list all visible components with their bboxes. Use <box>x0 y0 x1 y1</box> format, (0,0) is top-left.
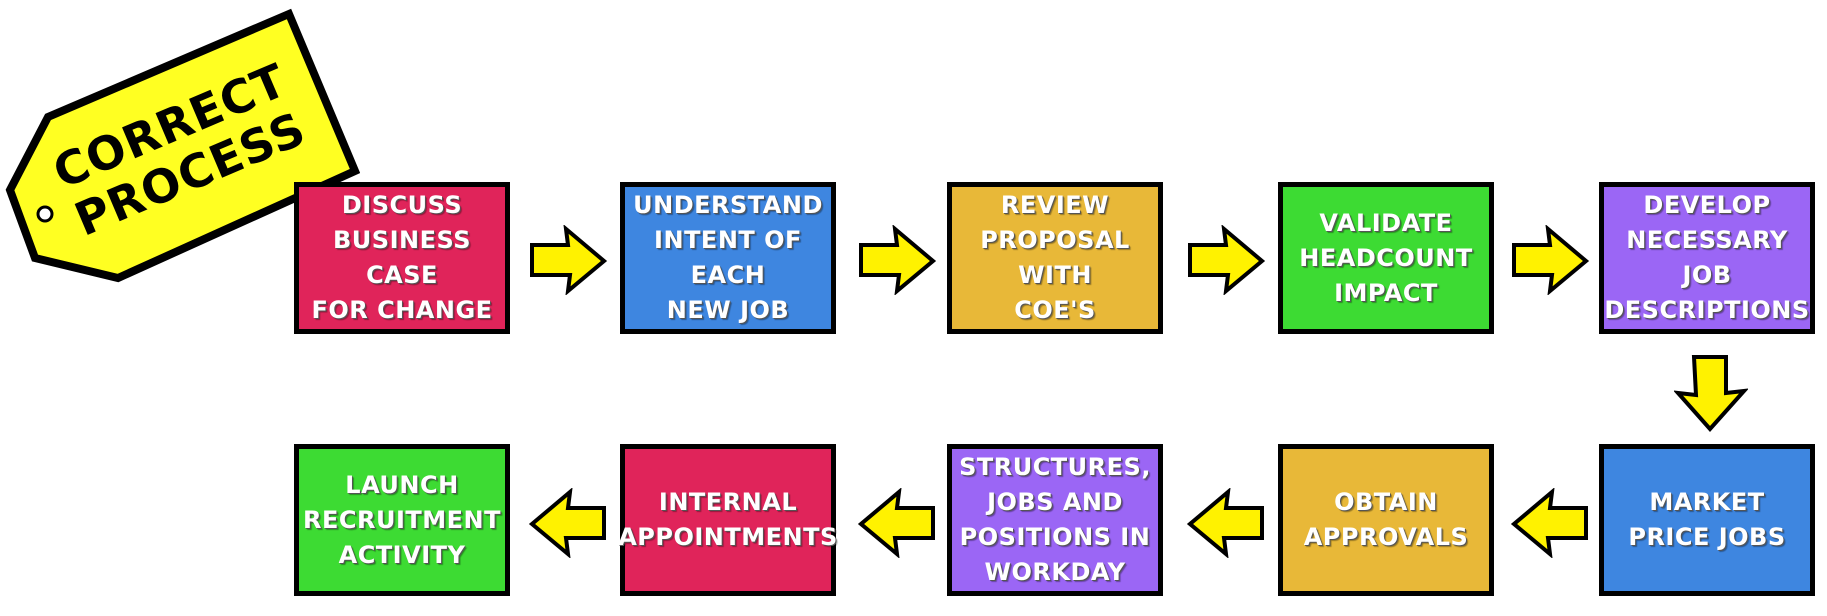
arrow-right-icon <box>859 225 937 295</box>
tag-shape <box>5 8 360 283</box>
arrow-left-icon <box>1510 488 1588 558</box>
arrow-left-icon <box>1186 488 1264 558</box>
tag-hole <box>36 205 54 223</box>
correct-process-tag: CORRECT PROCESS <box>5 8 360 283</box>
arrow-right-icon <box>1188 225 1266 295</box>
arrow-down-icon <box>1674 355 1748 433</box>
arrow-left-icon <box>857 488 935 558</box>
arrow-right-icon <box>1512 225 1590 295</box>
arrow-right-icon <box>530 225 608 295</box>
arrow-left-icon <box>528 488 606 558</box>
